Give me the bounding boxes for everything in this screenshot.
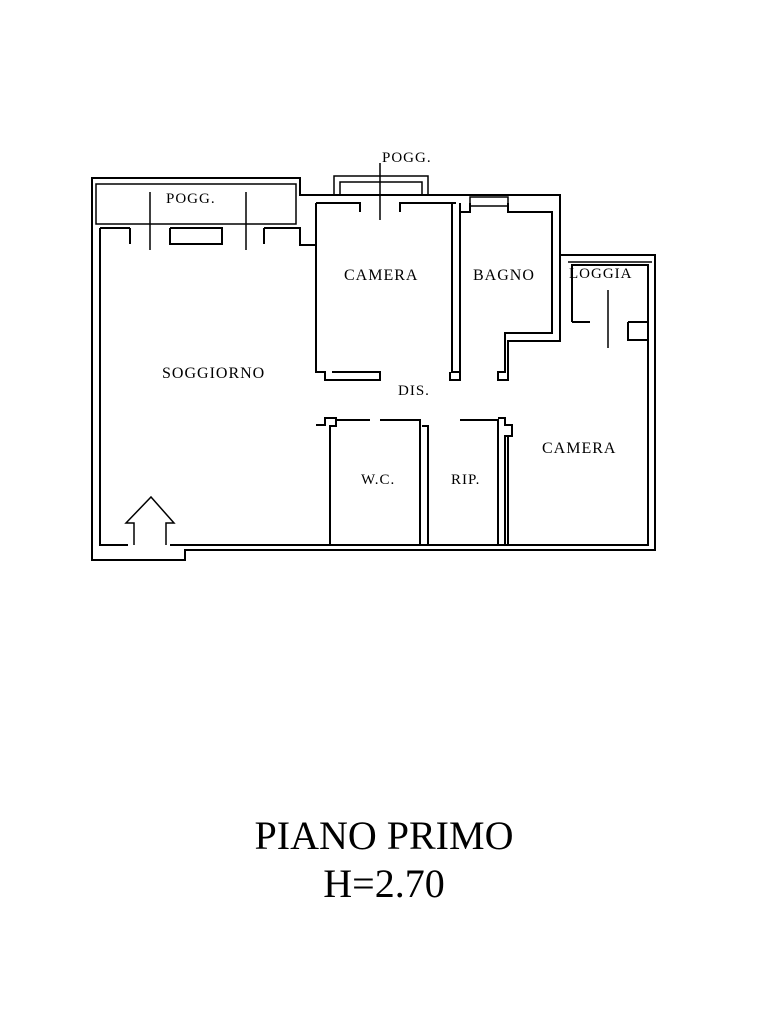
room-loggia [568,261,652,348]
label-wc: W.C. [361,472,395,488]
balcony-left [95,183,316,250]
room-rip [460,417,513,545]
room-wc [316,417,429,545]
outer-walls [91,177,656,561]
label-loggia: LOGGIA [569,266,633,282]
floor-title: PIANO PRIMO [254,813,514,858]
room-bagno [459,196,561,381]
label-pogg-left: POGG. [166,191,216,207]
label-soggiorno: SOGGIORNO [162,365,265,382]
label-camera-right: CAMERA [542,440,616,457]
label-pogg-top: POGG. [382,150,432,166]
label-bagno: BAGNO [473,267,535,284]
entrance-arrow-icon [124,495,176,545]
label-rip: RIP. [451,472,480,488]
room-camera-top [315,202,461,381]
label-camera-top: CAMERA [344,267,418,284]
ceiling-height: H=2.70 [323,861,445,906]
label-dis: DIS. [398,383,430,399]
balcony-top [333,163,429,220]
